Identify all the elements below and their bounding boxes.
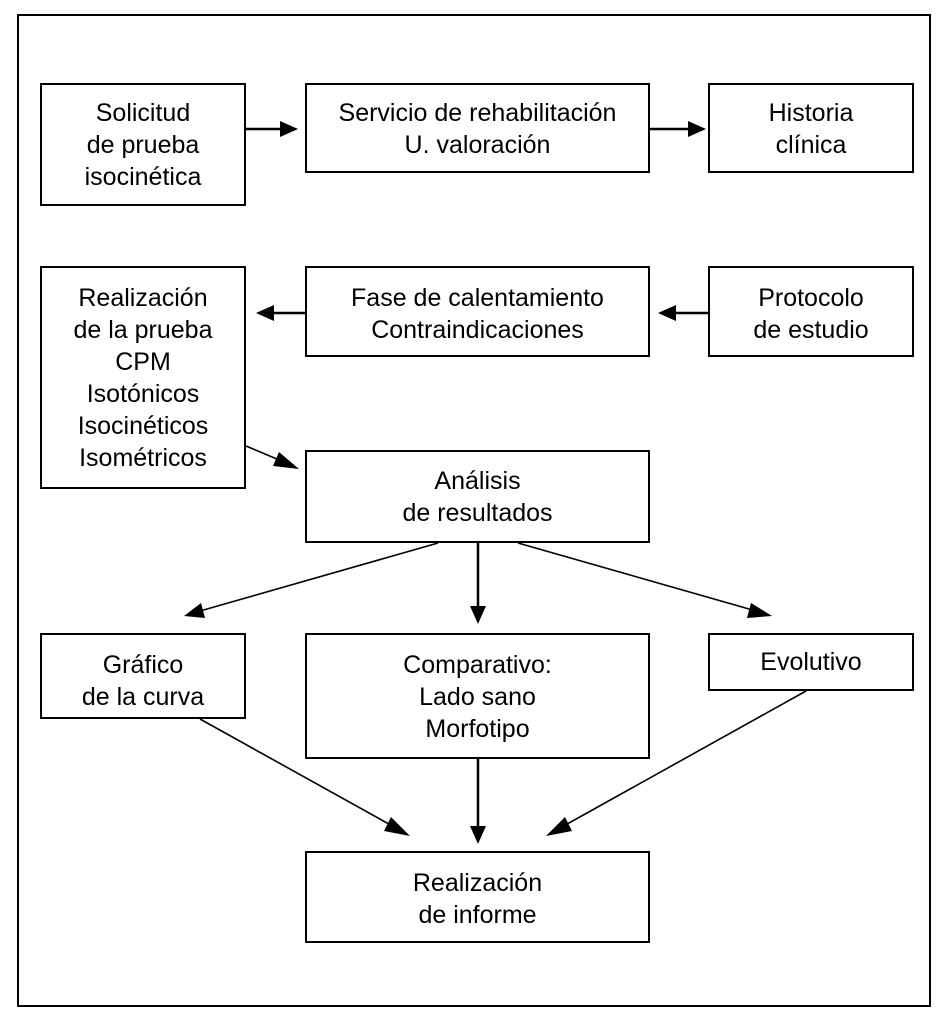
node-text-line: Contraindicaciones	[371, 316, 584, 344]
edge-solicitud-servicio	[246, 121, 298, 137]
node-text-line: Servicio de rehabilitación	[338, 99, 617, 127]
node-solicitud: Solicitud de prueba isocinética	[40, 83, 246, 206]
edge-evolutivo-informe	[546, 690, 807, 836]
node-text-line: Análisis	[434, 467, 521, 495]
node-text-line: de informe	[418, 901, 537, 929]
edge-grafico-informe	[199, 718, 410, 836]
node-fase: Fase de calentamiento Contraindicaciones	[305, 266, 650, 357]
node-historia: Historia clínica	[708, 83, 914, 173]
node-comparativo: Comparativo: Lado sano Morfotipo	[305, 633, 650, 759]
node-text-line: Lado sano	[419, 683, 536, 711]
node-text-line: Gráfico	[102, 651, 184, 679]
node-realizacion-prueba: Realización de la prueba CPM Isotónicos …	[40, 266, 246, 489]
node-informe: Realización de informe	[305, 851, 650, 943]
node-analisis: Análisis de resultados	[305, 450, 650, 543]
edge-servicio-historia	[650, 121, 706, 137]
edge-protocolo-fase	[658, 305, 708, 321]
node-text-line: Realización	[412, 869, 543, 897]
node-servicio: Servicio de rehabilitación U. valoración	[305, 83, 650, 173]
node-grafico: Gráfico de la curva	[40, 633, 246, 719]
node-text-line: Evolutivo	[760, 648, 862, 676]
node-text-line: Isométricos	[79, 444, 207, 472]
edge-analisis-comparativo	[470, 543, 486, 624]
node-text-line: CPM	[115, 348, 171, 376]
diagram-frame	[17, 14, 931, 1007]
node-text-line: Fase de calentamiento	[351, 284, 604, 312]
node-evolutivo: Evolutivo	[708, 633, 914, 691]
node-text-line: clínica	[775, 131, 847, 159]
edge-analisis-grafico	[184, 542, 439, 618]
node-text-line: de la curva	[81, 683, 205, 711]
node-text-line: Morfotipo	[425, 715, 530, 743]
node-protocolo: Protocolo de estudio	[708, 266, 914, 357]
node-text-line: Isocinéticos	[77, 412, 209, 440]
node-text-line: isocinética	[84, 162, 202, 191]
node-text-line: Solicitud	[95, 98, 191, 127]
node-text-line: de resultados	[402, 499, 553, 527]
node-text-line: Comparativo:	[403, 651, 552, 679]
edge-comparativo-informe	[470, 759, 486, 844]
node-text-line: Historia	[768, 99, 854, 127]
edge-fase-realizacion-prueba	[256, 305, 305, 321]
node-text-line: Realización	[78, 284, 208, 312]
edge-analisis-evolutivo	[517, 542, 772, 618]
node-text-line: Protocolo	[758, 284, 864, 312]
node-text-line: U. valoración	[404, 131, 551, 159]
edge-realizacion-prueba-analisis	[245, 445, 299, 469]
node-text-line: de la prueba	[73, 316, 213, 344]
node-text-line: de prueba	[86, 130, 200, 159]
node-text-line: de estudio	[753, 316, 869, 344]
node-text-line: Isotónicos	[86, 380, 200, 408]
